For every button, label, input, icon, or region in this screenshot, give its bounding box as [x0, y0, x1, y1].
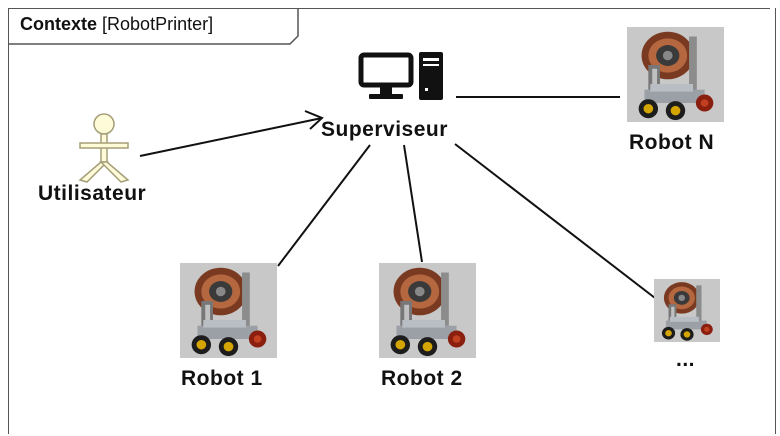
frame-tab-outline — [8, 8, 299, 45]
robot-2-label: Robot 2 — [381, 367, 463, 390]
context-frame — [8, 8, 770, 434]
robot-1-label: Robot 1 — [181, 367, 263, 390]
computer-workstation-icon — [358, 52, 443, 100]
arrowhead-to-supervisor — [304, 110, 324, 130]
robot-more-label: ... — [676, 348, 696, 371]
link-supervisor-robot-2 — [403, 144, 423, 263]
context-frame-right-edge — [774, 8, 776, 434]
link-supervisor-robot-more — [454, 143, 656, 299]
actor-label: Utilisateur — [38, 182, 147, 205]
link-actor-supervisor — [139, 117, 323, 157]
frame-name: [RobotPrinter] — [102, 14, 214, 34]
robot-2-icon — [379, 263, 476, 358]
robot-n-label: Robot N — [629, 131, 715, 154]
actor-stick-figure-icon — [78, 113, 130, 183]
supervisor-label: Superviseur — [321, 118, 448, 141]
robot-more-icon — [654, 279, 720, 342]
robot-1-icon — [180, 263, 277, 358]
robot-n-icon — [627, 27, 724, 123]
frame-title: Contexte [RobotPrinter] — [20, 14, 213, 35]
frame-keyword: Contexte — [20, 14, 98, 34]
link-supervisor-robot-1 — [277, 144, 371, 267]
